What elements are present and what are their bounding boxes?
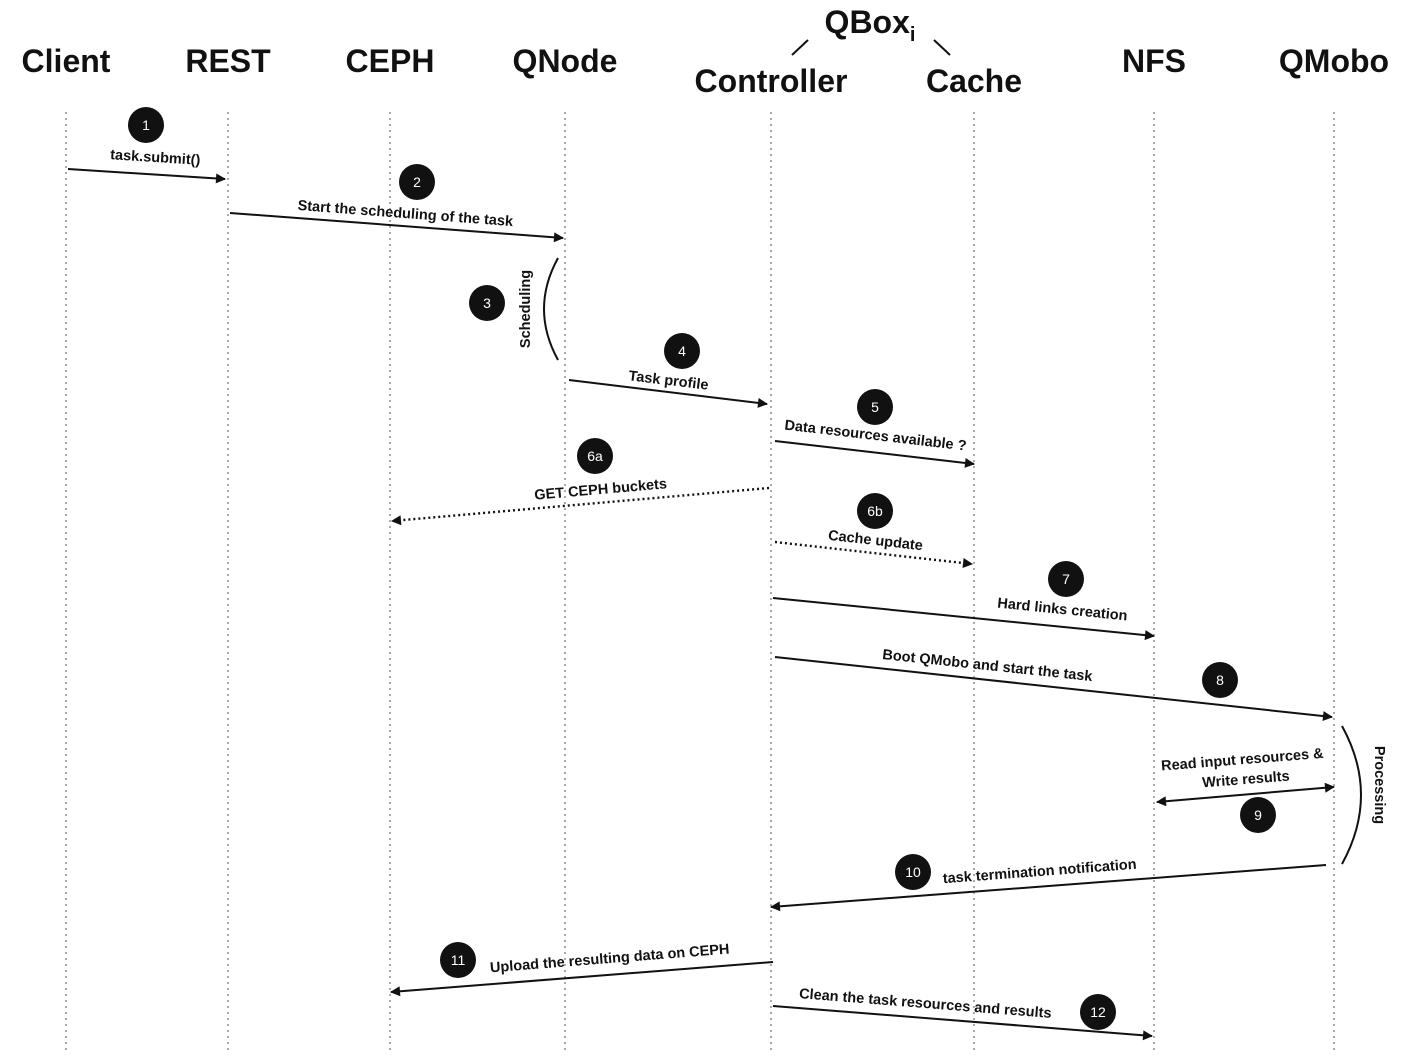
message-5: Data resources available ? 5: [774, 389, 975, 468]
message-8-arrow: [774, 656, 1333, 722]
message-2: Start the scheduling of the task 2: [229, 164, 564, 243]
step-3-badge: [469, 285, 505, 321]
qbox-group-header: QBoxi: [791, 4, 951, 56]
step-12-badge: [1080, 994, 1116, 1030]
svg-text:QBoxi: QBoxi: [825, 4, 916, 46]
step-12-number: 12: [1090, 1004, 1106, 1020]
message-11-arrow: [390, 961, 774, 997]
message-9-label-line-2: Write results: [1202, 769, 1291, 792]
message-12: Clean the task resources and results 12: [772, 986, 1153, 1041]
message-7-arrow: [772, 597, 1155, 641]
message-10: task termination notification 10: [770, 854, 1327, 912]
activity-processing-label: Processing: [1371, 746, 1387, 824]
message-4: Task profile 4: [568, 333, 768, 408]
message-9-label: Read input resources & Write results: [1161, 746, 1330, 795]
message-6b-arrow: [774, 540, 973, 568]
step-8-number: 8: [1216, 672, 1224, 688]
step-6b-number: 6b: [867, 503, 883, 519]
message-10-label: task termination notification: [942, 857, 1137, 888]
message-6a-label: GET CEPH buckets: [534, 476, 668, 504]
step-6a-number: 6a: [587, 448, 603, 464]
activity-scheduling: Scheduling 3: [469, 257, 559, 361]
step-6b-badge: [857, 493, 893, 529]
actor-ceph: CEPH: [346, 43, 435, 79]
message-1-arrow: [67, 168, 226, 184]
message-6b-label: Cache update: [827, 528, 923, 555]
qbox-group-name: QBox: [825, 4, 911, 40]
step-11-badge: [440, 942, 476, 978]
actor-controller: Controller: [695, 63, 848, 99]
message-9-arrow: [1156, 782, 1335, 807]
actor-qmobo: QMobo: [1279, 43, 1389, 79]
actor-nfs: NFS: [1122, 43, 1186, 79]
actor-client: Client: [22, 43, 111, 79]
message-6a-arrow: [391, 486, 770, 526]
message-2-arrow: [229, 212, 564, 243]
activity-scheduling-bracket: [543, 257, 559, 361]
step-10-number: 10: [905, 864, 921, 880]
message-8: Boot QMobo and start the task 8: [774, 647, 1333, 722]
step-6a-badge: [577, 438, 613, 474]
activity-processing: Processing: [1341, 725, 1387, 865]
message-1-label: task.submit(): [110, 147, 201, 169]
message-10-arrow: [770, 864, 1327, 912]
lifelines: [65, 112, 1335, 1050]
message-12-label: Clean the task resources and results: [799, 986, 1053, 1022]
step-5-number: 5: [871, 399, 879, 415]
message-4-label: Task profile: [628, 368, 710, 393]
actor-headers: Client REST CEPH QNode Controller Cache …: [22, 43, 1390, 99]
actor-cache: Cache: [926, 63, 1022, 99]
actor-qnode: QNode: [513, 43, 618, 79]
message-5-arrow: [774, 440, 975, 468]
step-2-number: 2: [413, 174, 421, 190]
step-5-badge: [857, 389, 893, 425]
message-9-label-line-1: Read input resources &: [1161, 746, 1325, 775]
step-7-number: 7: [1062, 571, 1070, 587]
step-3-number: 3: [483, 295, 491, 311]
step-2-badge: [399, 164, 435, 200]
message-1: task.submit() 1: [67, 107, 226, 184]
qbox-group-connector-left: [791, 39, 809, 56]
message-6a: GET CEPH buckets 6a: [391, 438, 770, 526]
message-7: Hard links creation 7: [772, 561, 1155, 641]
message-4-arrow: [568, 379, 768, 408]
message-11-label: Upload the resulting data on CEPH: [489, 942, 730, 977]
actor-rest: REST: [185, 43, 271, 79]
message-12-arrow: [772, 1005, 1153, 1041]
message-11: Upload the resulting data on CEPH 11: [390, 942, 774, 997]
step-9-badge: [1240, 797, 1276, 833]
step-7-badge: [1048, 561, 1084, 597]
step-4-badge: [664, 333, 700, 369]
step-11-number: 11: [451, 952, 466, 968]
message-7-label: Hard links creation: [997, 596, 1128, 625]
step-9-number: 9: [1254, 807, 1262, 823]
step-8-badge: [1202, 662, 1238, 698]
activity-processing-bracket: [1341, 725, 1362, 865]
step-1-badge: [128, 107, 164, 143]
activity-scheduling-label: Scheduling: [518, 270, 534, 348]
step-1-number: 1: [142, 117, 150, 133]
qbox-group-connector-right: [933, 39, 951, 56]
message-6b: Cache update 6b: [774, 493, 973, 568]
step-4-number: 4: [678, 343, 686, 359]
message-9: Read input resources & Write results 9: [1156, 746, 1335, 833]
qbox-group-subscript: i: [910, 24, 916, 46]
step-10-badge: [895, 854, 931, 890]
